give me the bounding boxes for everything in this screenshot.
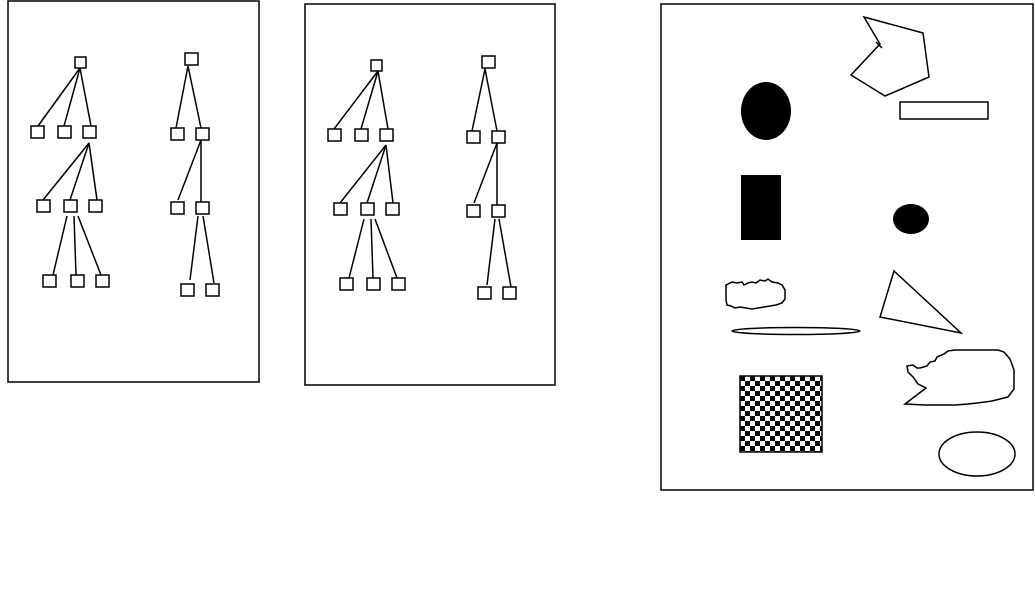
tree-d bbox=[466, 55, 517, 300]
tree-node bbox=[391, 277, 406, 291]
tree-edge bbox=[69, 142, 90, 201]
tree-edge bbox=[484, 68, 498, 132]
left-tree-panel bbox=[7, 0, 260, 383]
tree-node bbox=[491, 204, 506, 218]
flat-ellipse bbox=[731, 326, 861, 336]
tree-node bbox=[42, 274, 57, 288]
tree-edge bbox=[63, 67, 81, 127]
shape-panel bbox=[660, 3, 1034, 491]
middle-panel-frame bbox=[304, 3, 556, 386]
tree-node bbox=[180, 283, 195, 297]
tree-node bbox=[466, 130, 481, 144]
tree-node bbox=[370, 59, 383, 72]
pentagon-outline bbox=[849, 15, 930, 97]
tree-node bbox=[327, 128, 342, 142]
tree-a bbox=[30, 56, 110, 288]
tree-edge bbox=[360, 70, 379, 130]
tree-b bbox=[170, 52, 220, 297]
tree-edge bbox=[339, 144, 387, 204]
filled-ellipse-small bbox=[893, 204, 929, 234]
tree-node bbox=[170, 201, 185, 215]
tree-node bbox=[195, 127, 210, 141]
tree-node bbox=[491, 130, 506, 144]
tree-edge bbox=[473, 142, 498, 204]
irregular-blob-large bbox=[902, 349, 1015, 406]
tree-node bbox=[205, 283, 220, 297]
tree-node bbox=[184, 52, 199, 66]
tree-edge bbox=[37, 67, 81, 127]
tree-node bbox=[466, 204, 481, 218]
tree-node bbox=[74, 56, 87, 69]
left-panel-frame bbox=[7, 0, 260, 383]
tree-edge bbox=[189, 215, 199, 281]
tree-edge bbox=[88, 142, 98, 201]
tree-edge bbox=[175, 65, 189, 129]
tree-node bbox=[57, 125, 72, 139]
tree-edge bbox=[177, 139, 202, 201]
tree-edge bbox=[486, 218, 496, 286]
tree-node bbox=[70, 274, 85, 288]
tree-edge bbox=[498, 218, 512, 288]
tree-node bbox=[366, 277, 381, 291]
tree-edge bbox=[73, 215, 77, 276]
tree-node bbox=[502, 286, 517, 300]
tree-node bbox=[339, 277, 354, 291]
tree-edge bbox=[348, 218, 365, 279]
tree-node bbox=[195, 201, 210, 215]
checkerboard-rectangle bbox=[739, 375, 823, 453]
tree-edge bbox=[79, 67, 92, 127]
tree-edge bbox=[385, 144, 394, 204]
tree-edge bbox=[366, 144, 387, 204]
tree-node bbox=[379, 128, 394, 142]
rectangle-outline bbox=[899, 101, 989, 120]
tree-node bbox=[477, 286, 492, 300]
filled-ellipse-large bbox=[741, 82, 791, 140]
tree-edge bbox=[202, 215, 215, 284]
middle-tree-panel bbox=[304, 3, 556, 386]
tree-node bbox=[88, 199, 103, 213]
tree-edge bbox=[52, 215, 68, 276]
tree-node bbox=[63, 199, 78, 213]
tree-edge bbox=[370, 218, 374, 279]
tree-node bbox=[385, 202, 400, 216]
triangle-outline bbox=[879, 269, 964, 335]
tree-edge bbox=[333, 70, 379, 130]
tree-node bbox=[354, 128, 369, 142]
irregular-blob-small bbox=[725, 278, 786, 310]
tree-node bbox=[170, 127, 185, 141]
tree-edge bbox=[374, 218, 398, 279]
tree-node bbox=[95, 274, 110, 288]
tree-edge bbox=[471, 68, 486, 132]
ellipse-outline bbox=[938, 431, 1016, 477]
tree-node bbox=[30, 125, 45, 139]
tree-node bbox=[481, 55, 496, 69]
tree-edge bbox=[77, 215, 102, 276]
shape-panel-frame bbox=[660, 3, 1034, 491]
tree-c bbox=[327, 59, 406, 291]
tree-edge bbox=[377, 70, 389, 130]
filled-rectangle bbox=[741, 175, 781, 240]
tree-node bbox=[82, 125, 97, 139]
tree-edge bbox=[187, 65, 202, 129]
tree-node bbox=[36, 199, 51, 213]
tree-node bbox=[333, 202, 348, 216]
tree-node bbox=[360, 202, 375, 216]
tree-edge bbox=[42, 142, 90, 201]
